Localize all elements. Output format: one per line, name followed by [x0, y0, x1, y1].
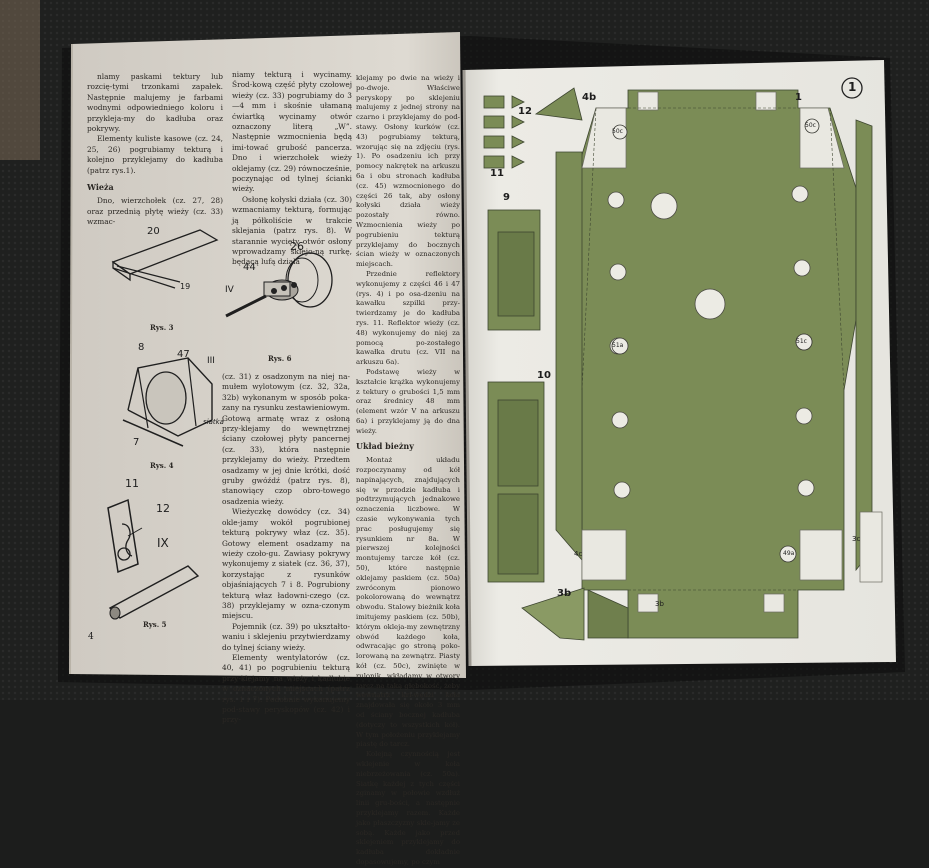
figure-4-drawing — [122, 357, 213, 447]
text-paragraph: Elementy wentylatorów (cz. 40, 41) po po… — [222, 652, 350, 725]
text-paragraph: Pojemnik (cz. 39) po ukształto-waniu i s… — [222, 621, 350, 652]
figure-3-label: 19 — [180, 282, 191, 291]
part-label: 10 — [537, 370, 551, 381]
figure-5-label: 11 — [125, 477, 139, 490]
section-heading-wieza: Wieża — [87, 182, 114, 193]
left-column-2-top: niamy tekturą i wycinamy. Środ-kową częś… — [232, 70, 352, 268]
left-column-1-top: nlamy paskami tektury lub rozcię-tymi tr… — [87, 72, 223, 228]
left-page — [70, 32, 466, 678]
part-label: 3b — [557, 588, 572, 599]
part-label: 4c — [574, 550, 583, 558]
part-label: 50c — [612, 128, 623, 135]
figure-3-drawing — [111, 229, 219, 289]
page-circle-number-ring — [841, 77, 863, 99]
figure-6-label: 44 — [243, 262, 256, 273]
part-label: 3b — [655, 600, 664, 608]
part-label: 4b — [582, 92, 597, 103]
figure-6-label: 26 — [290, 240, 304, 253]
figure-4-caption: Rys. 4 — [150, 461, 174, 470]
page-number: 4 — [88, 632, 94, 642]
text-paragraph: Przednie reflektory wykonujemy z części … — [356, 269, 460, 367]
figure-6-label: IV — [225, 285, 234, 295]
figure-4-label: 47 — [177, 349, 190, 360]
text-paragraph: Elementy kuliste kasowe (cz. 24, 25, 26)… — [87, 134, 223, 175]
part-label: 51a — [612, 342, 624, 349]
text-paragraph: klejamy po dwie na wieży i po-dwoje. Wła… — [356, 74, 460, 269]
part-label: 50c — [805, 122, 816, 129]
model-cutout-sheet — [483, 77, 883, 641]
text-paragraph: Osłonę kołyski działa (cz. 30) wzmacniam… — [232, 194, 352, 267]
part-label: 9 — [503, 192, 510, 203]
figure-5-label: 12 — [156, 502, 170, 515]
section-heading-uklad: Układ bieżny — [356, 441, 414, 452]
center-column: klejamy po dwie na wieży i po-dwoje. Wła… — [356, 74, 460, 868]
text-paragraph: Wieżyczkę dowódcy (cz. 34) okle-jamy wok… — [222, 507, 350, 621]
part-label: 51c — [796, 338, 807, 345]
page-circle-number: 1 — [848, 80, 857, 94]
left-column-2-bottom: (cz. 31) z osadzonym na niej na-mułem wy… — [222, 372, 350, 726]
part-label: 1 — [795, 92, 802, 103]
figure-6-caption: Rys. 6 — [268, 354, 292, 363]
figure-4-label: 8 — [138, 342, 145, 353]
figure-4-label: 7 — [133, 437, 140, 448]
part-label: 49a — [783, 550, 795, 557]
text-paragraph: niamy tekturą i wycinamy. Środ-kową częś… — [232, 70, 352, 194]
figure-4-label: III — [207, 356, 215, 366]
figure-4-label: siatka — [203, 418, 224, 426]
part-label: 12 — [518, 106, 532, 117]
text-paragraph: Kolejną czynnością jest wklejenie w koła… — [356, 750, 460, 866]
figure-5-caption: Rys. 5 — [143, 620, 167, 629]
part-label: 11 — [490, 168, 504, 179]
text-paragraph: (cz. 31) z osadzonym na niej na-mułem wy… — [222, 372, 350, 506]
figure-5-drawing — [107, 498, 200, 620]
text-paragraph: nlamy paskami tektury lub rozcię-tymi tr… — [87, 72, 223, 134]
figure-6-drawing — [225, 252, 333, 318]
part-label: 3c — [852, 535, 861, 543]
figure-3-caption: Rys. 3 — [150, 323, 174, 332]
figure-3-label: 20 — [147, 226, 160, 237]
text-paragraph: Dno, wierzchołek (cz. 27, 28) oraz przed… — [87, 196, 223, 227]
figure-5-label: IX — [157, 536, 169, 550]
text-paragraph: Podstawę wieży w kształcie krążka wykonu… — [356, 367, 460, 435]
text-paragraph: Montaż układu rozpoczynamy od kół napina… — [356, 456, 460, 749]
